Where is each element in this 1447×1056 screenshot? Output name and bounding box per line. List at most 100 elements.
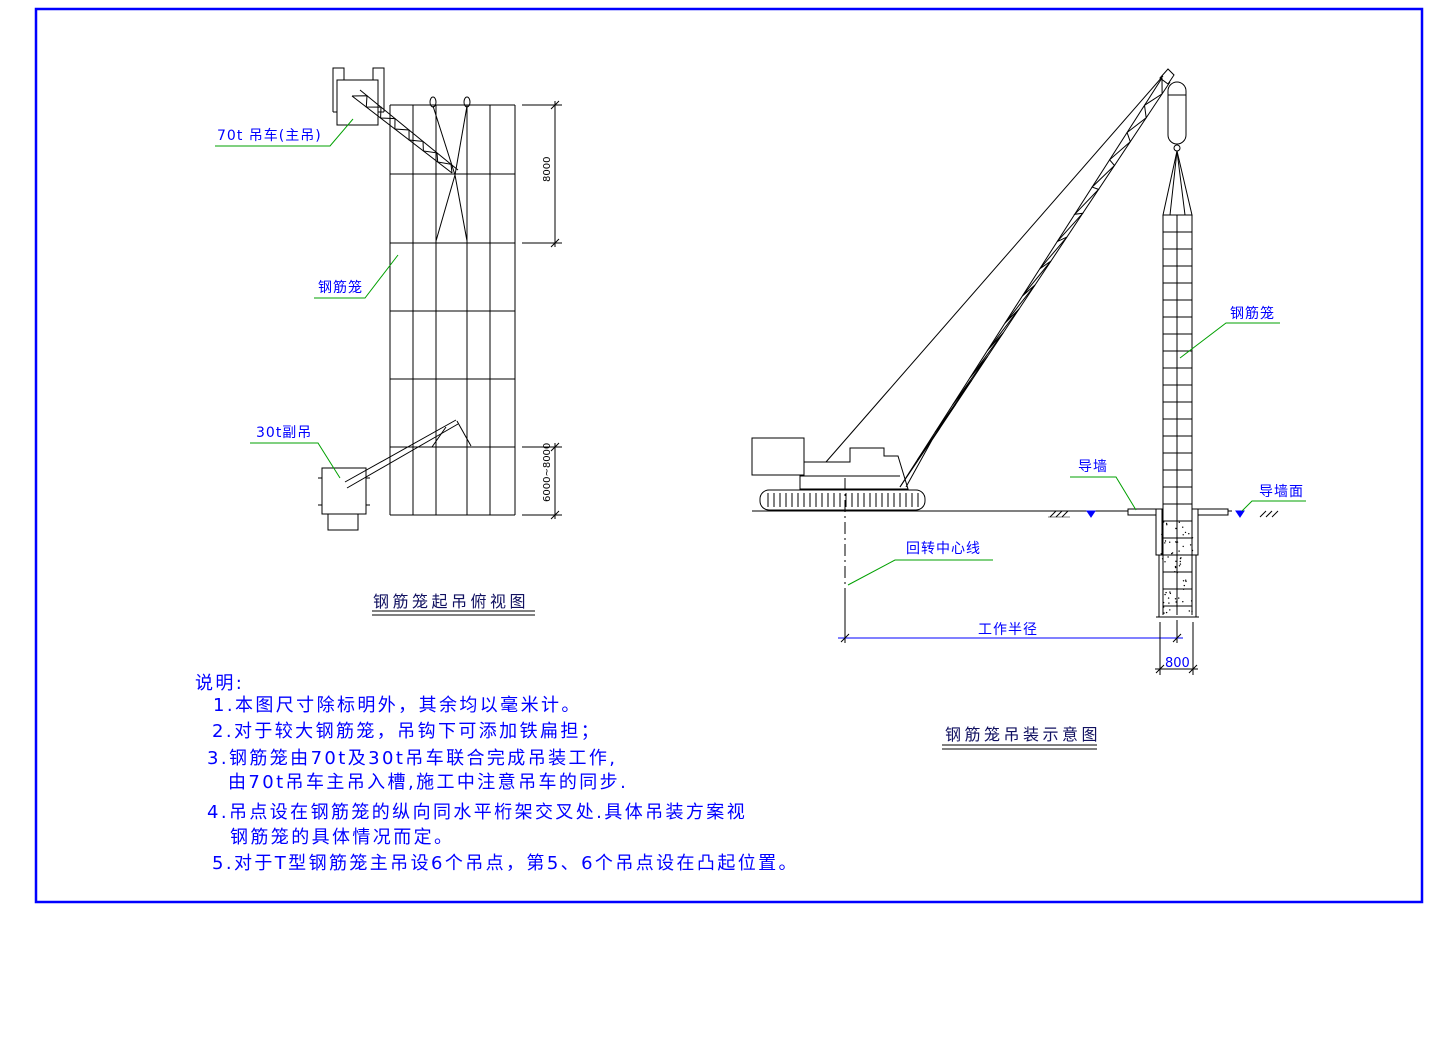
- slurry-dot: [1169, 592, 1172, 595]
- dim-tick: [550, 238, 560, 248]
- slurry-dot: [1174, 565, 1177, 568]
- note-line-3: 3.钢筋笼由70t及30t吊车联合完成吊装工作,: [207, 748, 617, 769]
- slurry-dot: [1169, 609, 1171, 611]
- slurry-dot: [1174, 598, 1177, 600]
- note-line-3-continued: 由70t吊车主吊入槽,施工中注意吊车的同步.: [228, 772, 628, 793]
- guide-wall-left-leg: [1155, 508, 1163, 556]
- crawler-crane: [751, 75, 1164, 511]
- leader-cage-elevation: [1179, 322, 1280, 359]
- elevation-view-title: 钢筋笼吊装示意图: [945, 725, 1101, 744]
- aux-crane-boom: [344, 419, 457, 483]
- slurry-dot: [1164, 593, 1166, 596]
- slurry-dot: [1165, 611, 1168, 614]
- dim-text-8000: 8000: [542, 157, 553, 182]
- slurry-dot: [1171, 552, 1173, 555]
- ground-hatch: [1265, 510, 1273, 518]
- slurry-dot: [1165, 522, 1168, 525]
- ground-hatch: [1055, 510, 1063, 518]
- leader-guide-wall: [1070, 476, 1137, 511]
- slurry-dot: [1168, 602, 1170, 604]
- note-line-4-continued: 钢筋笼的具体情况而定。: [230, 827, 454, 848]
- slurry-dot: [1188, 610, 1191, 612]
- label-aux-crane: 30t副吊: [256, 425, 312, 441]
- slurry-dot: [1167, 597, 1170, 599]
- slurry-dot: [1179, 560, 1182, 563]
- aux-crane-boom: [346, 423, 459, 489]
- note-line-2: 2.对于较大钢筋笼，吊钩下可添加铁扁担；: [212, 721, 601, 742]
- ground-hatch: [1259, 510, 1267, 518]
- main-crane-70t: [332, 67, 385, 126]
- slurry-dot: [1182, 601, 1184, 603]
- note-line-4: 4.吊点设在钢筋笼的纵向同水平桁架交叉处.具体吊装方案视: [207, 802, 747, 823]
- elevation-boom-chord: [899, 77, 1163, 488]
- elevation-boom-foot: [905, 439, 933, 488]
- plan-view-title: 钢筋笼起吊俯视图: [373, 592, 529, 611]
- slurry-dot: [1185, 579, 1187, 581]
- slurry-dot: [1191, 610, 1193, 612]
- label-main-crane: 70t 吊车(主吊): [217, 127, 322, 144]
- slurry-dot: [1162, 606, 1165, 608]
- crawler-track: [759, 489, 926, 511]
- slurry-dot: [1182, 545, 1184, 548]
- slurry-dot: [1191, 537, 1194, 539]
- slurry-dot: [1182, 526, 1184, 528]
- cage-lifting-slings: [429, 96, 471, 242]
- hook: [1173, 144, 1181, 152]
- crane-lattice-boom: [899, 77, 1171, 488]
- slurry-dot: [1190, 600, 1193, 602]
- main-boom-lacing: [351, 95, 453, 174]
- slurry-dot: [1183, 584, 1186, 587]
- note-line-1: 1.本图尺寸除标明外，其余均以毫米计。: [213, 695, 582, 716]
- slurry-dot: [1184, 531, 1187, 534]
- slurry-dot: [1178, 565, 1181, 567]
- dim-tick: [550, 100, 560, 110]
- elevation-boom-lacing: [899, 77, 1163, 488]
- slurry-dot: [1178, 550, 1180, 552]
- slurry-dot: [1174, 571, 1176, 573]
- dim-tick: [1188, 664, 1198, 674]
- ground-hatch: [1049, 510, 1057, 518]
- aux-crane-body: [321, 467, 367, 515]
- slurry-dot: [1175, 541, 1178, 543]
- leader-cage-plan: [314, 254, 399, 299]
- label-cage-plan: 钢筋笼: [318, 279, 363, 296]
- main-crane-boom: [351, 89, 459, 174]
- plan-dimensions: [522, 100, 562, 520]
- slurry-dot: [1165, 591, 1167, 594]
- dim-text-800: 800: [1165, 656, 1190, 671]
- hook-block: [1159, 68, 1187, 152]
- crawler-track-links: [767, 493, 919, 507]
- guide-wall-and-trench: [1127, 508, 1229, 618]
- slurry-dot: [1182, 588, 1185, 590]
- slurry-dot: [1169, 591, 1171, 593]
- slurry-dot: [1180, 557, 1182, 559]
- dim-tick: [1172, 633, 1182, 643]
- trench-slurry-fill: [1160, 521, 1194, 614]
- slurry-dot: [1166, 524, 1168, 526]
- crane-cab: [751, 437, 805, 476]
- slurry-dot: [1176, 572, 1178, 574]
- slurry-dot: [1179, 563, 1182, 565]
- elevation-dimensions: [838, 478, 1198, 675]
- hook-block-body: [1167, 81, 1187, 145]
- ground-symbol-right: [1235, 510, 1279, 518]
- slurry-dot: [1182, 580, 1185, 582]
- leader-slew-center-line: [847, 559, 993, 586]
- hoist-cable: [825, 75, 1164, 463]
- dim-text-6000-8000: 6000~8000: [542, 443, 553, 502]
- slurry-dot: [1178, 521, 1181, 523]
- slurry-dot: [1164, 542, 1166, 544]
- aux-crane-30t: [318, 419, 472, 531]
- slurry-dot: [1164, 540, 1167, 542]
- slurry-dot: [1178, 597, 1180, 599]
- label-cage-elevation: 钢筋笼: [1230, 305, 1275, 322]
- boom-tip-sheave: [1159, 68, 1175, 85]
- main-crane-body: [336, 79, 379, 126]
- level-triangle-icon: [1235, 510, 1245, 518]
- cage-sling: [1176, 150, 1186, 216]
- slurry-dot: [1161, 533, 1163, 536]
- label-working-radius: 工作半径: [978, 622, 1038, 638]
- main-crane-frame: [332, 67, 385, 112]
- slurry-dot: [1169, 541, 1171, 543]
- notes-heading: 说明:: [195, 673, 244, 694]
